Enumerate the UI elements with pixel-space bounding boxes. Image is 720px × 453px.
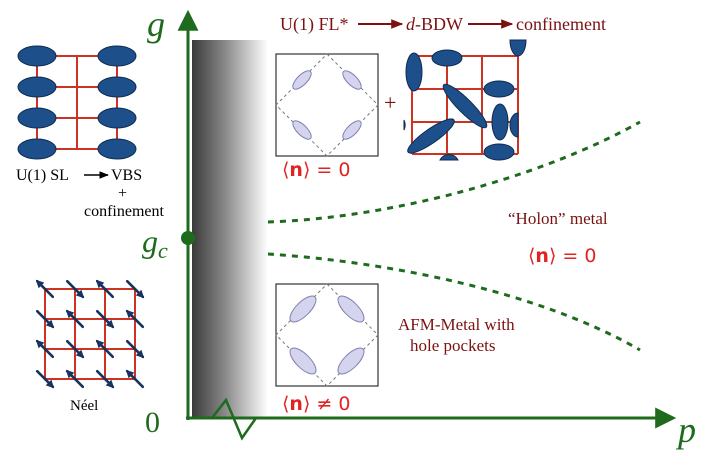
- spin-arrow-head: [105, 379, 115, 389]
- afm-fermi-surface-box: [275, 283, 379, 387]
- spin-arrow-head: [95, 279, 105, 289]
- neel-label: Néel: [70, 398, 98, 414]
- afm-metal-label-line1: AFM-Metal with: [398, 315, 515, 334]
- axis-break-zigzag: [211, 397, 258, 441]
- spin-arrow-head: [75, 289, 85, 299]
- vbs-lattice: [17, 45, 137, 160]
- spin-arrow-head: [35, 339, 45, 349]
- spin-arrow-head: [45, 319, 55, 329]
- p-axis-label: p: [675, 410, 696, 450]
- order-parameter-lower: ⟨n⟩ ≠ 0: [282, 393, 350, 415]
- g-axis-label: g: [147, 4, 165, 44]
- origin-label: 0: [145, 406, 160, 439]
- spin-arrow-head: [95, 339, 105, 349]
- d-bdw-label: d-BDW: [406, 14, 463, 34]
- spin-arrow-head: [105, 319, 115, 329]
- u1-sl-label: U(1) SL: [16, 167, 69, 184]
- spin-arrow-head: [135, 349, 145, 359]
- spin-arrow-head: [45, 379, 55, 389]
- holon-metal-label: “Holon” metal: [508, 209, 608, 228]
- order-parameter-upper: ⟨n⟩ = 0: [282, 159, 350, 181]
- fl-star-fermi-surface-box: [275, 53, 379, 157]
- upper-crossover-curve: [267, 120, 641, 224]
- neel-lattice: [35, 279, 145, 389]
- spin-arrow-head: [125, 309, 135, 319]
- critical-point-dot: [181, 231, 195, 245]
- confinement-top-label: confinement: [516, 14, 606, 34]
- order-parameter-mid: ⟨n⟩ = 0: [528, 245, 596, 267]
- spin-arrow-head: [65, 369, 75, 379]
- disordered-shaded-region: [192, 40, 268, 418]
- left-confinement-label: confinement: [84, 203, 165, 220]
- d-bdw-lattice: [403, 39, 527, 161]
- spin-arrow-head: [75, 349, 85, 359]
- critical-point-label: gc: [142, 223, 168, 263]
- spin-arrow-head: [65, 309, 75, 319]
- spin-arrow-head: [135, 289, 145, 299]
- spin-arrow-head: [125, 369, 135, 379]
- vbs-label: VBS: [111, 167, 142, 184]
- spin-arrow-head: [35, 279, 45, 289]
- plus-sign: +: [384, 90, 396, 115]
- left-plus-sign: +: [118, 185, 127, 202]
- afm-metal-label-line2: hole pockets: [410, 336, 495, 355]
- fl-star-label: U(1) FL*: [280, 14, 349, 35]
- lower-crossover-curve: [267, 252, 641, 352]
